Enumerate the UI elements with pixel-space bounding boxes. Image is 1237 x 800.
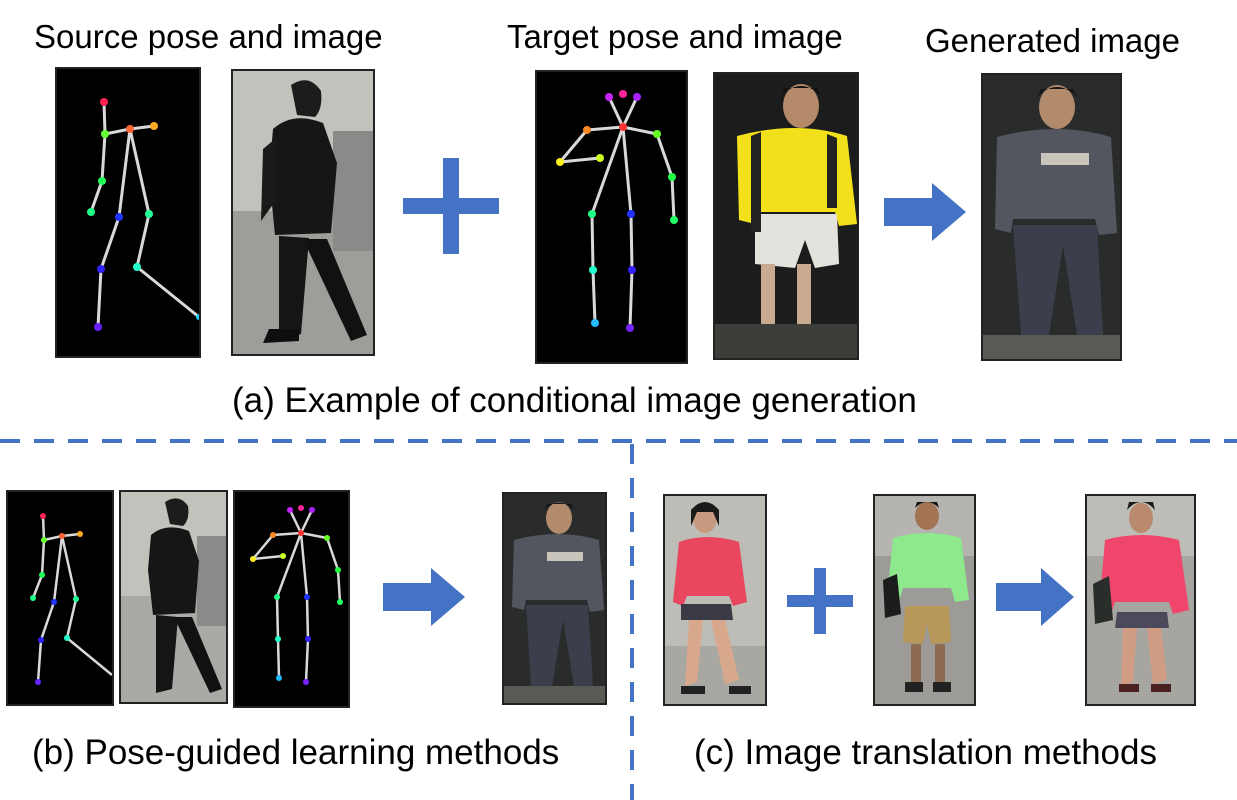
- right-arrow-icon: [884, 183, 966, 241]
- translation-generated-photo: [1085, 494, 1196, 706]
- pose-guided-source-pose: [6, 490, 114, 706]
- source-pose-image: [55, 67, 201, 358]
- plus-icon: [787, 568, 853, 634]
- caption-c: (c) Image translation methods: [694, 733, 1157, 772]
- generated-label: Generated image: [925, 22, 1180, 59]
- translation-target-photo: [873, 494, 976, 706]
- source-person-photo: [231, 69, 375, 356]
- generated-person-photo: [981, 73, 1122, 361]
- right-arrow-icon: [996, 568, 1074, 626]
- target-pose-image: [535, 70, 688, 364]
- right-arrow-icon: [383, 568, 465, 626]
- target-label: Target pose and image: [507, 18, 843, 55]
- caption-b: (b) Pose-guided learning methods: [32, 733, 560, 772]
- translation-source-photo: [663, 494, 767, 706]
- caption-a: (a) Example of conditional image generat…: [232, 381, 917, 420]
- source-label: Source pose and image: [34, 18, 383, 55]
- plus-icon: [403, 158, 499, 254]
- pose-guided-target-pose: [233, 490, 350, 708]
- pose-guided-source-photo: [119, 490, 228, 704]
- horizontal-divider: [0, 438, 1237, 444]
- target-person-photo: [713, 72, 859, 360]
- pose-guided-generated-photo: [502, 492, 607, 705]
- vertical-divider: [629, 444, 635, 800]
